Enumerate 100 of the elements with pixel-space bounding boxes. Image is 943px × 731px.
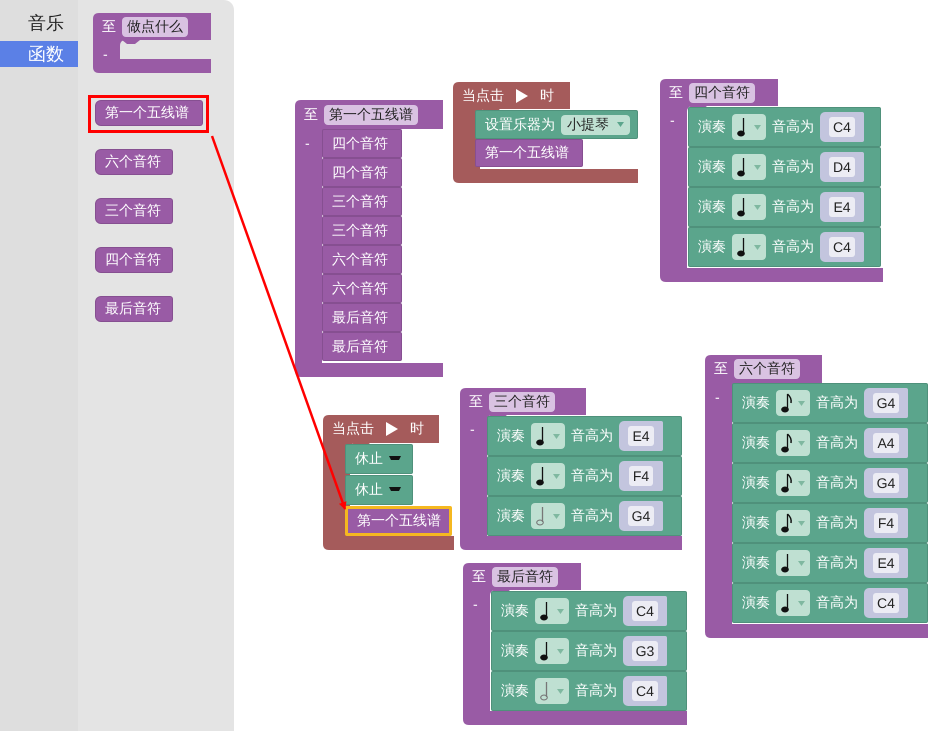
keyword-label: 至 — [102, 18, 116, 36]
function-call-block — [95, 149, 173, 175]
function-call-block — [322, 274, 402, 303]
block-label: 音高为 — [772, 238, 814, 256]
function-call-label: 最后音符 — [105, 300, 161, 318]
block-label: 音高为 — [816, 594, 858, 612]
block-label: 音高为 — [772, 198, 814, 216]
rest-block — [345, 475, 413, 505]
function-call-block — [345, 506, 452, 536]
block-label: 音高为 — [571, 507, 613, 525]
function-name-field: 第一个五线谱 — [324, 104, 418, 124]
function-call-block — [475, 139, 583, 167]
function-name-field: 四个音符 — [689, 82, 755, 102]
function-call-label: 第一个五线谱 — [485, 144, 569, 162]
play-note-block — [732, 383, 928, 423]
function-definition-block — [463, 563, 687, 725]
selected-category-label: 函数 — [0, 41, 78, 67]
parameter-label: - — [473, 596, 478, 612]
function-call-block — [322, 158, 402, 187]
arrow — [210, 136, 346, 510]
play-note-block — [487, 496, 682, 536]
block-label: 演奏 — [698, 118, 726, 136]
value-field: A4 — [873, 433, 899, 453]
function-call-label: 四个音符 — [332, 134, 388, 152]
function-call-block — [95, 100, 203, 126]
function-call-block — [322, 187, 402, 216]
keyword-label: 至 — [714, 360, 728, 378]
event-label: 时 — [410, 420, 424, 438]
block-label: 演奏 — [497, 507, 525, 525]
value-field: C4 — [632, 681, 658, 701]
event-block — [323, 415, 454, 550]
parameter-label: - — [670, 112, 675, 128]
function-call-label: 第一个五线谱 — [105, 104, 189, 122]
block-label: 演奏 — [698, 198, 726, 216]
keyword-label: 至 — [304, 106, 318, 124]
instrument-dropdown: 小提琴 — [561, 114, 630, 134]
function-call-block — [322, 216, 402, 245]
value-field: G4 — [628, 506, 654, 526]
block-label: 演奏 — [742, 394, 770, 412]
value-field: F4 — [874, 513, 898, 533]
function-definition-block — [705, 355, 928, 638]
function-call-block — [95, 198, 173, 224]
value-field: E4 — [873, 553, 899, 573]
play-note-block — [732, 543, 928, 583]
keyword-label: 至 — [469, 392, 483, 410]
block-label: 演奏 — [742, 514, 770, 532]
parameter-label: - — [103, 46, 108, 62]
function-call-label: 四个音符 — [105, 251, 161, 269]
event-label: 当点击 — [462, 86, 504, 104]
play-note-block — [732, 583, 928, 623]
block-label: 音高为 — [571, 427, 613, 445]
function-name-field: 六个音符 — [734, 359, 800, 379]
keyword-label: 至 — [472, 568, 486, 586]
function-name-field: 最后音符 — [492, 566, 558, 586]
parameter-label: - — [305, 135, 310, 151]
function-call-label: 最后音符 — [332, 308, 388, 326]
block-label: 演奏 — [501, 602, 529, 620]
block-label: 演奏 — [742, 594, 770, 612]
parameter-label: - — [470, 421, 475, 437]
function-call-block — [322, 332, 402, 361]
block-label: 音高为 — [816, 474, 858, 492]
function-definition-block — [295, 100, 443, 377]
function-call-label: 三个音符 — [332, 192, 388, 210]
category-label: 音乐 — [27, 12, 65, 35]
block-label: 演奏 — [742, 474, 770, 492]
function-call-label: 六个音符 — [332, 280, 388, 298]
event-label: 当点击 — [332, 420, 374, 438]
value-field: G4 — [872, 393, 900, 413]
function-call-block — [95, 247, 173, 273]
play-note-block — [732, 503, 928, 543]
function-call-label: 四个音符 — [332, 164, 388, 182]
keyword-label: 至 — [669, 84, 683, 102]
function-call-block — [95, 296, 173, 322]
function-name-field: 做点什么 — [122, 16, 188, 36]
value-field: E4 — [829, 197, 855, 217]
block-label: 演奏 — [698, 158, 726, 176]
function-definition-block — [660, 79, 883, 282]
function-call-label: 三个音符 — [332, 222, 388, 240]
event-block — [453, 82, 638, 183]
block-label: 演奏 — [742, 434, 770, 452]
block-label: 演奏 — [501, 642, 529, 660]
play-note-block — [491, 671, 687, 711]
block-label: 音高为 — [816, 554, 858, 572]
event-label: 时 — [540, 86, 554, 104]
value-field: F4 — [628, 466, 654, 486]
function-call-label: 第一个五线谱 — [357, 512, 441, 530]
set-instrument-block — [475, 110, 638, 139]
value-field: G3 — [632, 641, 658, 661]
play-note-block — [487, 416, 682, 456]
value-field: D4 — [829, 157, 855, 177]
block-label: 音高为 — [816, 514, 858, 532]
block-label: 音高为 — [575, 642, 617, 660]
value-field: C4 — [829, 237, 855, 257]
play-note-block — [491, 631, 687, 671]
value-field: C4 — [873, 593, 899, 613]
function-call-block — [322, 303, 402, 332]
play-note-block — [688, 147, 881, 187]
function-call-label: 三个音符 — [105, 202, 161, 220]
block-label: 演奏 — [501, 682, 529, 700]
block-label: 音高为 — [816, 394, 858, 412]
